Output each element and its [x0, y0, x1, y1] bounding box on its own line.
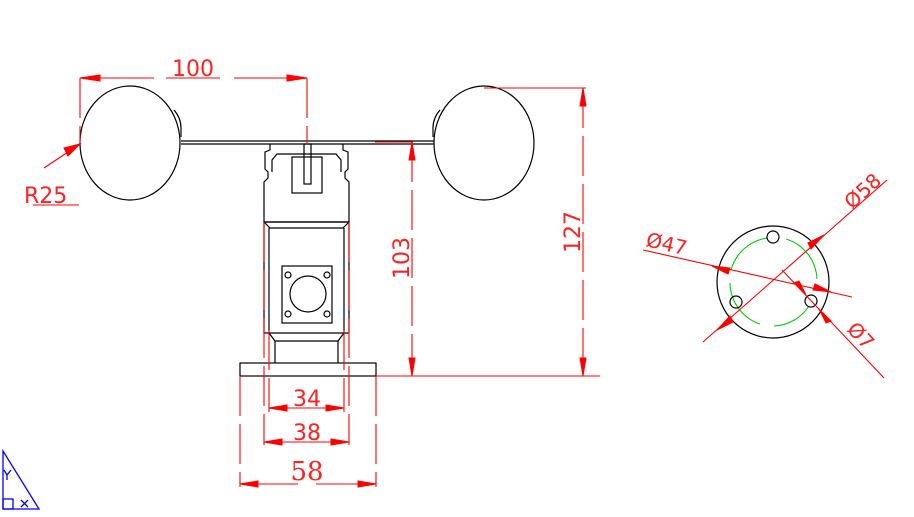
- dim-body-inner-width: 34: [293, 387, 321, 412]
- base-outer-circle: [716, 225, 830, 339]
- dim-bolt-circle-diameter: Ø47: [644, 227, 690, 260]
- front-view-dimensions: 100 R25 103 127 34 38: [24, 57, 600, 488]
- bolt-circle-arc: [730, 237, 768, 271]
- body-outline: [263, 222, 350, 334]
- shaft: [303, 143, 312, 185]
- mount-hole: [804, 294, 818, 308]
- dim-base-width: 58: [290, 457, 323, 487]
- neck: [274, 341, 339, 363]
- mount-hole: [729, 295, 743, 309]
- dim-cup-spacing: 100: [172, 57, 214, 82]
- hub-slot: [291, 156, 323, 194]
- dim-outer-diameter: Ø58: [839, 168, 886, 213]
- left-cup-rim: [173, 109, 182, 137]
- bolt-circle-arc: [729, 282, 761, 325]
- bottom-view-dimensions: Ø58 Ø47 Ø7: [642, 168, 888, 379]
- neck-chamfer: [268, 332, 345, 342]
- bolt-circle-arc: [785, 238, 818, 280]
- base-plate: [239, 362, 377, 377]
- hub-cap: [263, 144, 350, 223]
- connector-screw: [284, 310, 292, 318]
- bolt-circle-arc: [773, 305, 810, 327]
- dim-shaft-height: 103: [390, 237, 415, 279]
- connector-screw: [323, 271, 331, 279]
- connector-screw: [284, 271, 292, 279]
- right-cup-rim: [432, 109, 441, 137]
- dim-body-outer-width: 38: [293, 421, 321, 446]
- connector-socket: [289, 275, 327, 313]
- connector-flange: [281, 265, 333, 324]
- dim-total-height: 127: [561, 211, 586, 253]
- hub-inner: [271, 153, 342, 172]
- right-cup: [433, 85, 535, 201]
- ucs-icon: [2, 448, 41, 510]
- connector-screw: [323, 310, 331, 318]
- body-chamfer-top: [263, 221, 350, 229]
- bottom-view: [716, 225, 830, 339]
- mount-hole: [766, 230, 780, 244]
- dim-hole-diameter: Ø7: [842, 317, 879, 354]
- left-cup: [79, 85, 181, 201]
